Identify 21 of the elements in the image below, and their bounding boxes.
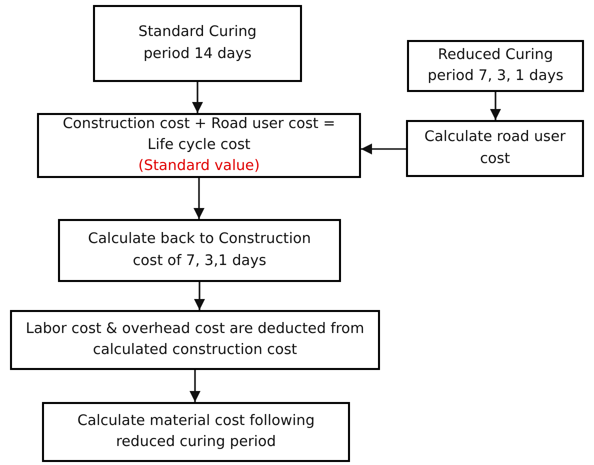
step-text: Labor cost & overhead cost are deducted from calculated construction cost <box>24 320 366 360</box>
arrow <box>194 282 206 310</box>
process-box <box>42 402 350 462</box>
process-box <box>93 5 302 82</box>
process-box <box>406 120 584 177</box>
step-text: Standard Curing period 14 days <box>137 23 258 64</box>
step-text: Calculate road user cost <box>423 128 567 168</box>
step-text: Reduced Curing period 7, 3, 1 days <box>426 46 564 86</box>
process-box <box>10 310 380 370</box>
step-text: Construction cost + Road user cost = Life cycle cost <box>62 114 336 155</box>
step-text: Calculate material cost following reduced curing period <box>76 412 316 452</box>
arrow <box>193 178 205 219</box>
note-text: (Standard value) <box>138 157 260 176</box>
process-box <box>37 113 361 178</box>
arrow <box>192 82 204 113</box>
arrow <box>189 370 201 402</box>
process-box <box>58 219 341 282</box>
arrow <box>490 92 502 120</box>
step-text: Calculate back to Construction cost of 7, 3,1 days <box>87 230 312 270</box>
arrow <box>361 143 406 155</box>
process-box <box>407 40 584 92</box>
